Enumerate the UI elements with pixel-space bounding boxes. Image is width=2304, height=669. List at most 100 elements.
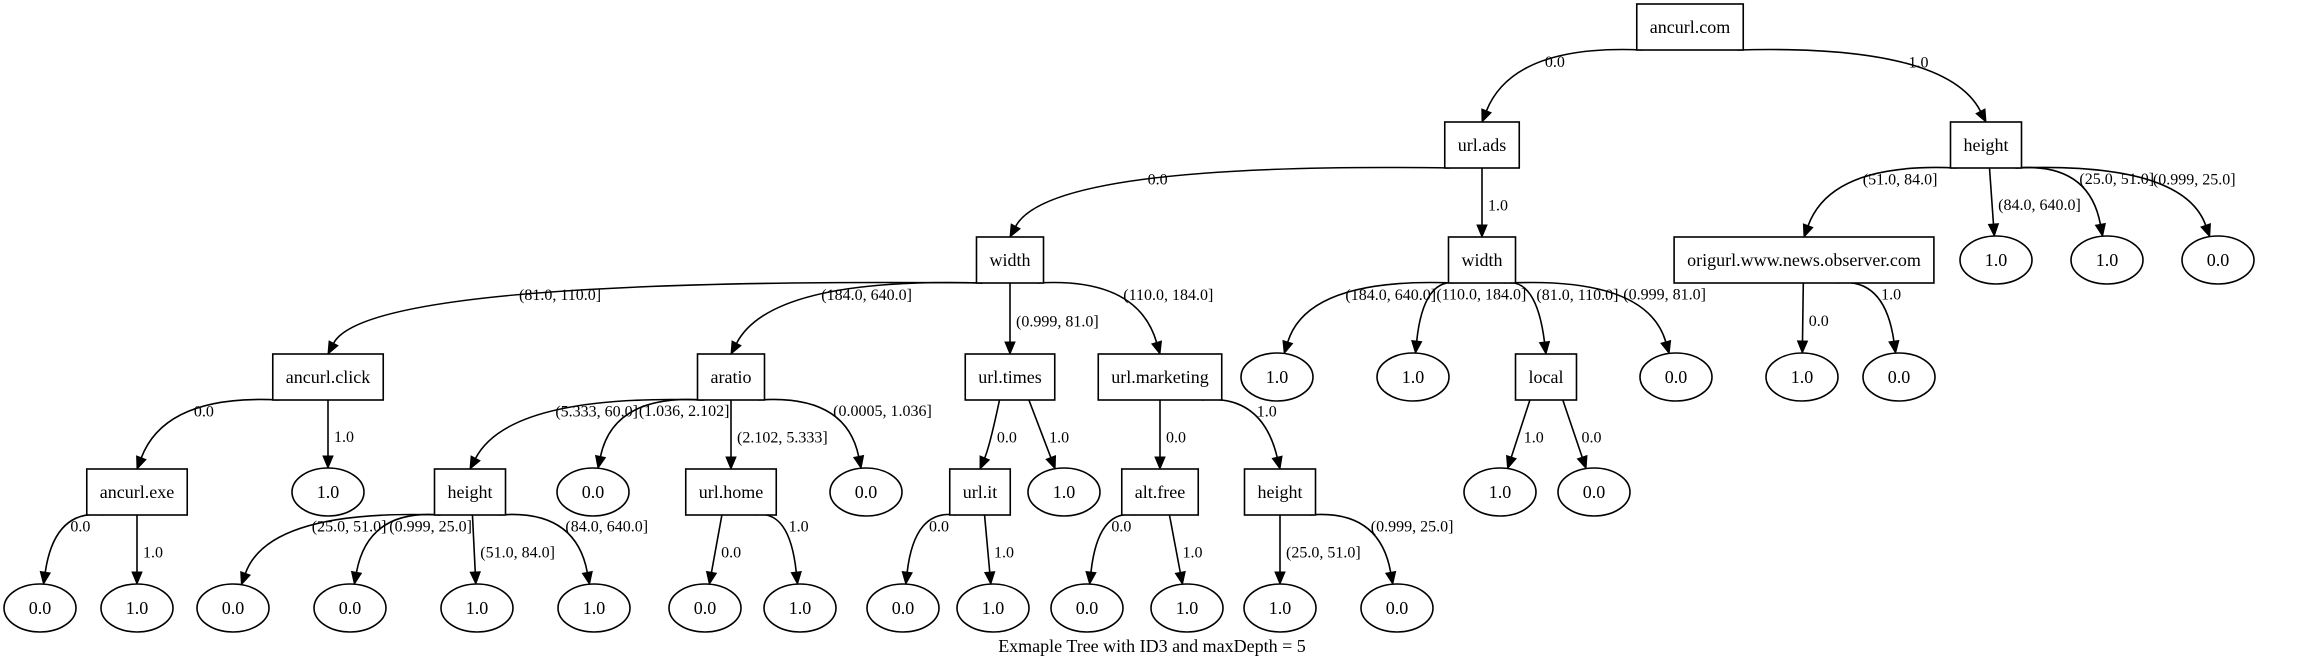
edge-arrowhead (2200, 222, 2211, 238)
leaf-node: 1.0 (1463, 467, 1537, 517)
leaf-ellipse (1959, 235, 2033, 285)
leaf-ellipse (1557, 467, 1631, 517)
node-label: ancurl.exe (100, 482, 174, 502)
leaf-node: 0.0 (3, 583, 77, 633)
node-label: 0.0 (2207, 250, 2230, 270)
tree-edge: 0.0 (979, 399, 1017, 471)
node-box (684, 468, 778, 516)
node-label: 0.0 (582, 482, 605, 502)
leaf-ellipse (556, 467, 630, 517)
decision-node: url.it (948, 468, 1012, 516)
edge-label: (184.0, 640.0] (821, 287, 912, 304)
decision-node: ancurl.exe (85, 468, 189, 516)
decision-node: url.ads (1443, 121, 1521, 169)
tree-edge: (2.102, 5.333] (725, 399, 828, 471)
edge-line (332, 281, 983, 344)
leaf-node: 1.0 (1150, 583, 1224, 633)
node-label: url.home (699, 482, 764, 502)
node-box (85, 468, 189, 516)
tree-edge: (51.0, 84.0] (469, 514, 555, 586)
edge-arrowhead (1506, 454, 1517, 470)
leaf-node: 1.0 (2070, 235, 2144, 285)
tree-edge: (184.0, 640.0] (1282, 281, 1455, 355)
edge-line (1807, 166, 1957, 226)
node-label: 1.0 (1176, 598, 1199, 618)
edge-label: 1.0 (994, 545, 1014, 562)
edge-arrowhead (790, 571, 802, 586)
node-label: url.times (978, 367, 1042, 387)
edge-line (983, 514, 991, 573)
edge-line (1562, 399, 1583, 458)
tree-edge: 0.0 (1085, 513, 1135, 586)
node-label: 0.0 (1386, 598, 1409, 618)
tree-edge: (110.0, 184.0] (1037, 281, 1213, 356)
leaf-node: 1.0 (763, 583, 837, 633)
leaf-node: 1.0 (1959, 235, 2033, 285)
node-box (975, 236, 1045, 284)
leaf-ellipse (1639, 352, 1713, 402)
tree-edge: 0.0 (901, 513, 956, 586)
leaf-ellipse (763, 583, 837, 633)
edge-line (1485, 48, 1643, 112)
leaf-node: 1.0 (1240, 352, 1314, 402)
edge-arrowhead (322, 455, 334, 470)
node-box (1949, 121, 2023, 169)
edge-line (355, 513, 441, 573)
decision-node: ancurl.com (1635, 3, 1745, 51)
node-label: 1.0 (317, 482, 340, 502)
decision-node: url.home (684, 468, 778, 516)
node-label: origurl.www.news.observer.com (1687, 250, 1921, 270)
leaf-node: 0.0 (313, 583, 387, 633)
edge-line (1286, 281, 1455, 343)
node-label: local (1529, 367, 1564, 387)
tree-edge: 1.0 (1476, 168, 1508, 239)
edge-arrowhead (2094, 222, 2106, 238)
leaf-node: 0.0 (556, 467, 630, 517)
leaf-ellipse (668, 583, 742, 633)
edge-line (140, 398, 279, 459)
edge-label: (0.999, 25.0] (1371, 518, 1454, 535)
leaf-node: 0.0 (668, 583, 742, 633)
node-box (1443, 121, 1521, 169)
edge-arrowhead (1009, 223, 1021, 239)
leaf-ellipse (313, 583, 387, 633)
node-box (1673, 236, 1935, 284)
edge-arrowhead (136, 455, 147, 471)
edge-arrowhead (39, 570, 52, 586)
node-label: ancurl.com (1650, 17, 1730, 37)
node-box (433, 468, 507, 516)
edge-arrowhead (1045, 455, 1057, 470)
leaf-node: 1.0 (100, 583, 174, 633)
leaf-ellipse (557, 583, 631, 633)
edge-label: (25.0, 51.0] (1286, 545, 1361, 562)
edge-label: (1.036, 2.102] (639, 403, 730, 420)
edge-label: 0.0 (1809, 313, 1829, 330)
leaf-ellipse (956, 583, 1030, 633)
leaf-ellipse (3, 583, 77, 633)
leaf-ellipse (1150, 583, 1224, 633)
edge-label: (84.0, 640.0] (565, 518, 648, 535)
edge-arrowhead (1150, 340, 1163, 356)
edge-label: 0.0 (1111, 518, 1131, 535)
edge-arrowhead (1174, 570, 1186, 586)
node-label: 1.0 (1269, 598, 1292, 618)
edge-label: 1.0 (1881, 287, 1901, 304)
leaf-ellipse (866, 583, 940, 633)
node-label: 1.0 (583, 598, 606, 618)
tree-edge: 1.0 (322, 400, 354, 470)
edge-line (1737, 48, 1982, 112)
edge-label: (0.999, 25.0] (2153, 171, 2236, 188)
edge-line (1988, 167, 1995, 225)
leaf-node: 0.0 (196, 583, 270, 633)
edge-arrowhead (350, 570, 363, 586)
node-label: 0.0 (222, 598, 245, 618)
edge-label: 0.0 (1581, 429, 1601, 446)
node-label: 0.0 (1076, 598, 1099, 618)
tree-edge: 1.0 (1168, 514, 1203, 586)
edge-label: (2.102, 5.333] (737, 429, 828, 446)
tree-edge: (184.0, 640.0] (730, 281, 983, 356)
node-box (964, 353, 1056, 401)
decision-node: height (1243, 468, 1317, 516)
decision-node: height (433, 468, 507, 516)
decision-node: width (975, 236, 1045, 284)
